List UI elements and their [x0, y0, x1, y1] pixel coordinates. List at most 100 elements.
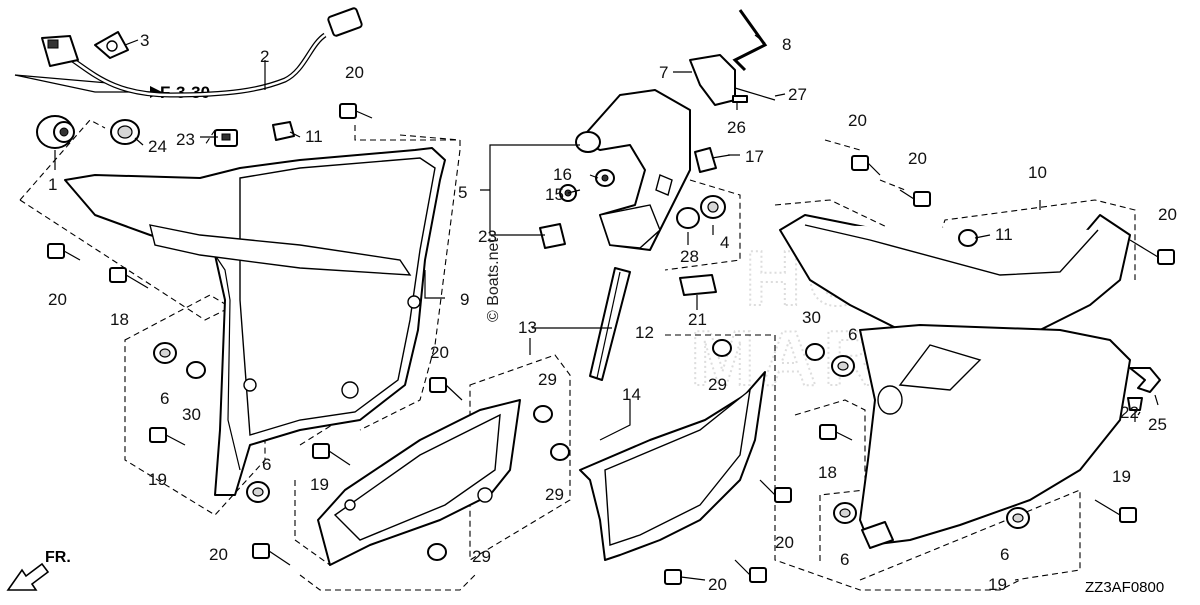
bolt-20-c	[429, 377, 463, 401]
callout-17: 17	[745, 147, 764, 166]
part-3-clip	[94, 31, 129, 59]
callout-5: 5	[458, 183, 467, 202]
bolt-20-d	[252, 543, 291, 566]
bolt-19-c	[1094, 499, 1137, 523]
callout-30: 30	[182, 405, 201, 424]
callout-20-f: 20	[775, 533, 794, 552]
callout-22: 22	[1120, 403, 1139, 422]
watermark-text: © Boats.net	[485, 238, 502, 322]
callout-23-b: 23	[478, 227, 497, 246]
callout-3: 3	[140, 31, 149, 50]
part-8-wire-clip	[732, 9, 768, 72]
callout-20-e: 20	[708, 575, 727, 594]
bolt-20-a	[339, 103, 373, 119]
screw-29-b	[712, 339, 732, 357]
part-4-grommet	[700, 195, 726, 219]
right-lower-cover	[859, 324, 1131, 549]
callout-19-d: 19	[988, 575, 1007, 594]
bolt-20-h	[899, 189, 931, 207]
callout-20-i: 20	[1158, 205, 1177, 224]
leader-lines	[54, 34, 1159, 441]
callout-15: 15	[545, 185, 564, 204]
bolt-18-a	[109, 267, 149, 289]
callout-14: 14	[622, 385, 641, 404]
plug-11-b	[958, 229, 978, 247]
grommet-6-b	[246, 481, 270, 503]
part-27-pin	[734, 87, 776, 101]
screw-29-d	[427, 543, 447, 561]
callout-20-d: 20	[209, 545, 228, 564]
callout-12: 12	[635, 323, 654, 342]
callout-29: 29	[538, 370, 557, 389]
part-25-clip	[1129, 367, 1161, 393]
reference-arrows: F-3-30	[14, 74, 210, 102]
callout-26: 26	[727, 118, 746, 137]
grommet-6-e	[1006, 507, 1030, 529]
part-1-cap	[36, 115, 75, 149]
callout-7: 7	[659, 63, 668, 82]
callout-4: 4	[720, 233, 729, 252]
callout-27: 27	[788, 85, 807, 104]
part-28-collar	[676, 207, 700, 229]
bolt-19-a	[149, 427, 186, 446]
front-direction: FR.	[6, 549, 71, 591]
callout-20-c: 20	[430, 343, 449, 362]
callout-10: 10	[1028, 163, 1047, 182]
bolt-20-g	[851, 155, 881, 176]
callout-29-c: 29	[545, 485, 564, 504]
callout-11: 11	[305, 127, 323, 146]
callout-29-d: 29	[472, 547, 491, 566]
bolt-20-i	[1129, 239, 1175, 265]
part-7-plate	[689, 54, 736, 106]
callout-9: 9	[460, 290, 469, 309]
bolt-20-f	[759, 479, 792, 503]
callout-21: 21	[688, 310, 707, 329]
part-22-screw	[1127, 397, 1143, 422]
part-21-bolt	[679, 274, 717, 296]
grommet-6-c	[831, 355, 855, 377]
part-14-middle-lower-cover	[579, 371, 766, 561]
part-9-left-under-cover	[64, 147, 446, 496]
screw-29-c	[550, 443, 570, 461]
bolt-19-b	[312, 443, 351, 466]
bolt-19-d	[734, 559, 767, 583]
part-11-plug	[272, 121, 295, 141]
callout-8: 8	[782, 35, 791, 54]
callout-13: 13	[518, 318, 537, 337]
grouping-boxes	[19, 119, 1136, 591]
part-16-washer	[595, 169, 615, 187]
screw-29-a	[533, 405, 553, 423]
bolt-20-b	[47, 243, 81, 261]
part-17-bolt	[694, 147, 731, 173]
part-23-clip-nut	[214, 129, 238, 147]
callout-19-b: 19	[310, 475, 329, 494]
part-10-right-upper-cover	[779, 214, 1131, 341]
callout-labels: 1 2 3 4 5 6 7 8 9 10 11 12 13 14 15 16 1…	[48, 31, 1177, 594]
collar-30-b	[805, 343, 825, 361]
part-26-pin	[732, 95, 748, 103]
callout-2: 2	[260, 47, 269, 66]
part-24-grommet	[110, 119, 140, 145]
callout-25: 25	[1148, 415, 1167, 434]
collar-30-a	[186, 361, 206, 379]
bolt-20-e	[664, 569, 706, 585]
part-2-wire-harness	[41, 7, 363, 98]
grommet-6-a	[153, 342, 177, 364]
callout-30-b: 30	[802, 308, 821, 327]
part-23-clip-nut-2	[539, 223, 566, 249]
callout-20-g: 20	[848, 111, 867, 130]
callout-19-c: 19	[1112, 467, 1131, 486]
callout-6: 6	[160, 389, 169, 408]
callout-28: 28	[680, 247, 699, 266]
callout-6-e: 6	[1000, 545, 1009, 564]
callout-23: 23	[176, 130, 195, 149]
grommet-6-d	[833, 502, 857, 524]
callout-20-h: 20	[908, 149, 927, 168]
callout-1: 1	[48, 175, 57, 194]
callout-18-b: 18	[818, 463, 837, 482]
front-label: FR.	[45, 549, 71, 566]
bolt-18-b	[819, 424, 853, 441]
callout-6-d: 6	[840, 550, 849, 569]
part-5-bracket	[575, 89, 691, 251]
